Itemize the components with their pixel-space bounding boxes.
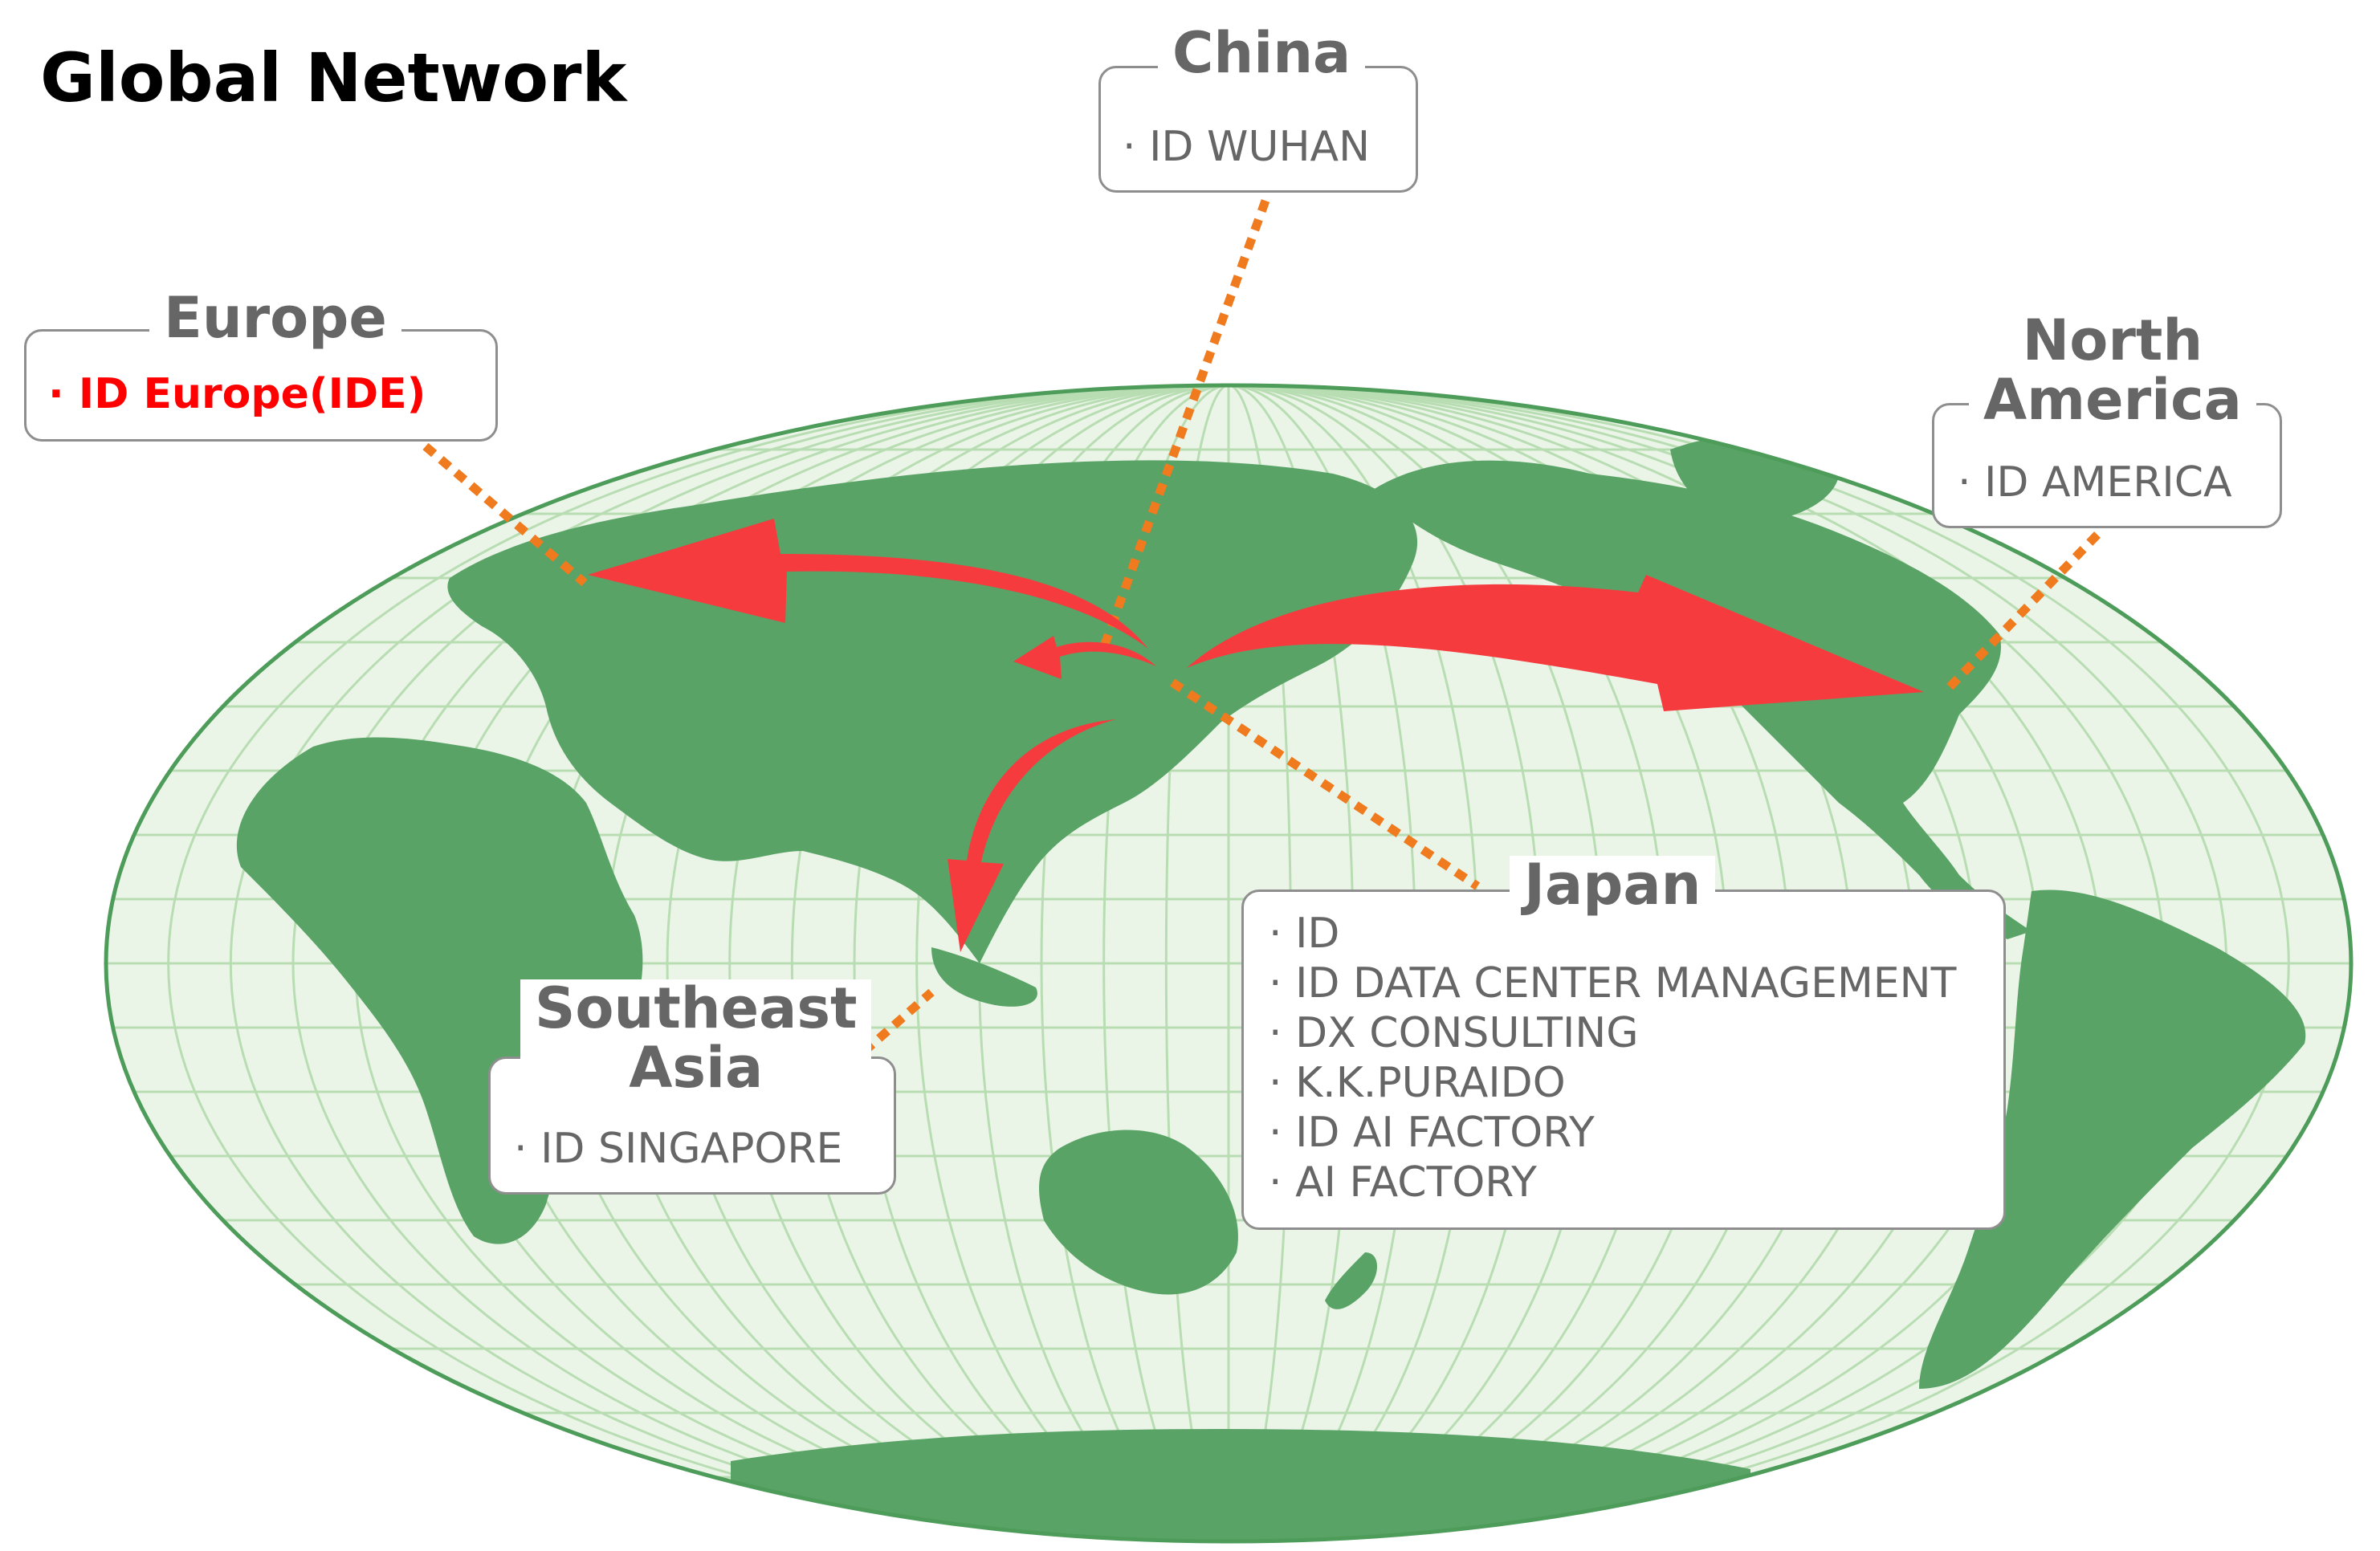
region-title-japan: Japan	[1510, 855, 1716, 915]
continent-antarctica	[731, 1429, 1750, 1541]
continent-south-america	[1919, 889, 2306, 1389]
arrow-to-china	[1013, 636, 1156, 679]
leader-southeast-asia	[861, 988, 935, 1056]
region-list-europe: ID Europe(IDE)	[48, 369, 426, 419]
list-item: ID WUHAN	[1123, 122, 1370, 172]
region-list-north-america: ID AMERICA	[1958, 458, 2232, 507]
region-title-line: North	[2022, 307, 2203, 373]
region-list-southeast-asia: ID SINGAPORE	[514, 1124, 842, 1174]
leader-europe	[422, 442, 588, 587]
list-item: DX CONSULTING	[1269, 1008, 1956, 1058]
list-item: K.K.PURAIDO	[1269, 1058, 1956, 1108]
list-item: ID DATA CENTER MANAGEMENT	[1269, 959, 1956, 1008]
network-arrows	[588, 519, 1924, 952]
region-title-line: Asia	[629, 1034, 764, 1101]
page-title: Global Network	[40, 39, 627, 117]
region-title-north-america: North America	[1969, 311, 2256, 429]
arrow-to-southeast-asia	[948, 719, 1116, 952]
region-list-japan: ID ID DATA CENTER MANAGEMENT DX CONSULTI…	[1269, 909, 1956, 1207]
leader-north-america	[1943, 531, 2101, 694]
leader-japan	[1169, 678, 1481, 890]
continent-north-america	[1373, 460, 2032, 939]
continent-australia	[1039, 1130, 1238, 1295]
region-title-southeast-asia: Southeast Asia	[520, 975, 872, 1101]
indonesia-islands	[931, 947, 1037, 1007]
arrow-to-europe	[588, 519, 1148, 649]
leader-lines	[422, 199, 2101, 1056]
region-list-china: ID WUHAN	[1123, 122, 1370, 172]
globe-border	[104, 383, 2354, 1544]
list-item: AI FACTORY	[1269, 1158, 1956, 1207]
region-title-line: America	[1983, 366, 2242, 433]
list-item: ID SINGAPORE	[514, 1124, 842, 1174]
region-title-china: China	[1158, 23, 1366, 83]
region-title-europe: Europe	[149, 288, 401, 348]
list-item: ID Europe(IDE)	[48, 369, 426, 419]
meridian-line	[167, 385, 2290, 1541]
region-title-line: Southeast	[535, 975, 858, 1041]
japan-islands	[1115, 641, 1180, 717]
list-item: ID AMERICA	[1958, 458, 2232, 507]
list-item: ID	[1269, 909, 1956, 959]
new-zealand	[1325, 1252, 1377, 1309]
list-item: ID AI FACTORY	[1269, 1108, 1956, 1158]
arrow-to-north-america	[1187, 575, 1924, 711]
